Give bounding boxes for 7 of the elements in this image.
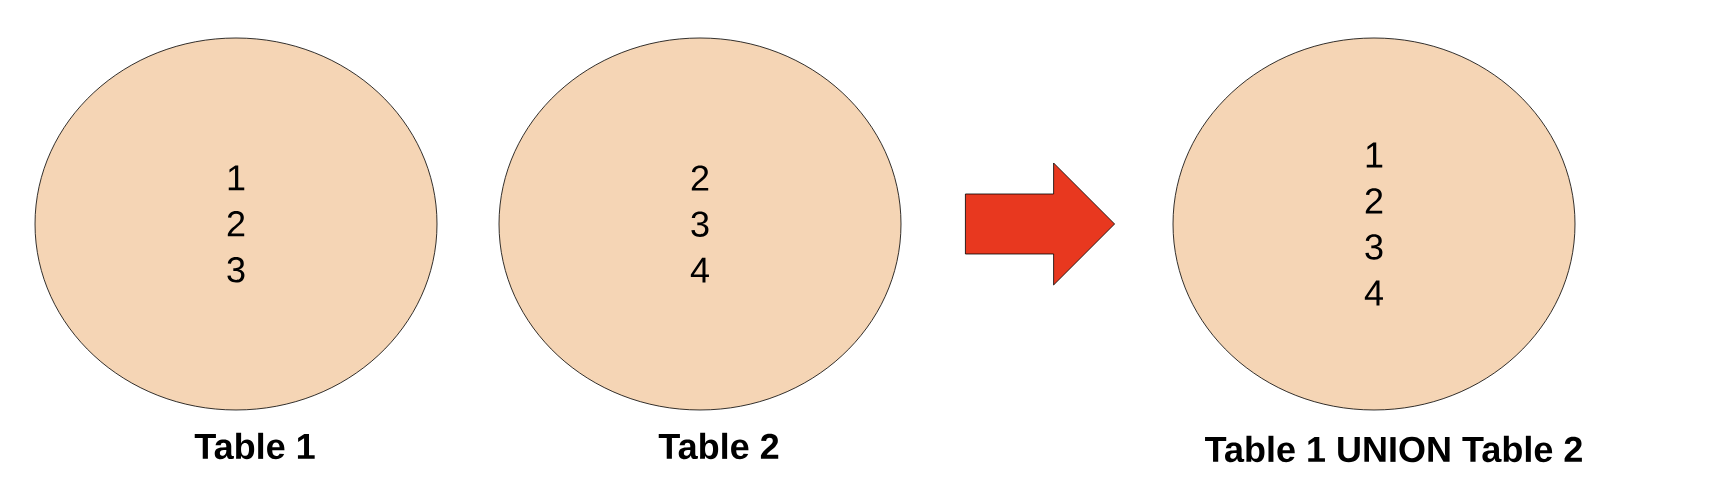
table-oval: 2 3 4 (498, 37, 902, 411)
block-arrow (965, 162, 1115, 286)
table-caption: Table 1 (194, 432, 315, 460)
table-caption: Table 2 (658, 432, 779, 460)
table-oval: 1 2 3 (34, 37, 438, 411)
table-caption: Table 1 UNION Table 2 (1205, 435, 1582, 463)
table-oval: 1 2 3 4 (1172, 37, 1576, 411)
